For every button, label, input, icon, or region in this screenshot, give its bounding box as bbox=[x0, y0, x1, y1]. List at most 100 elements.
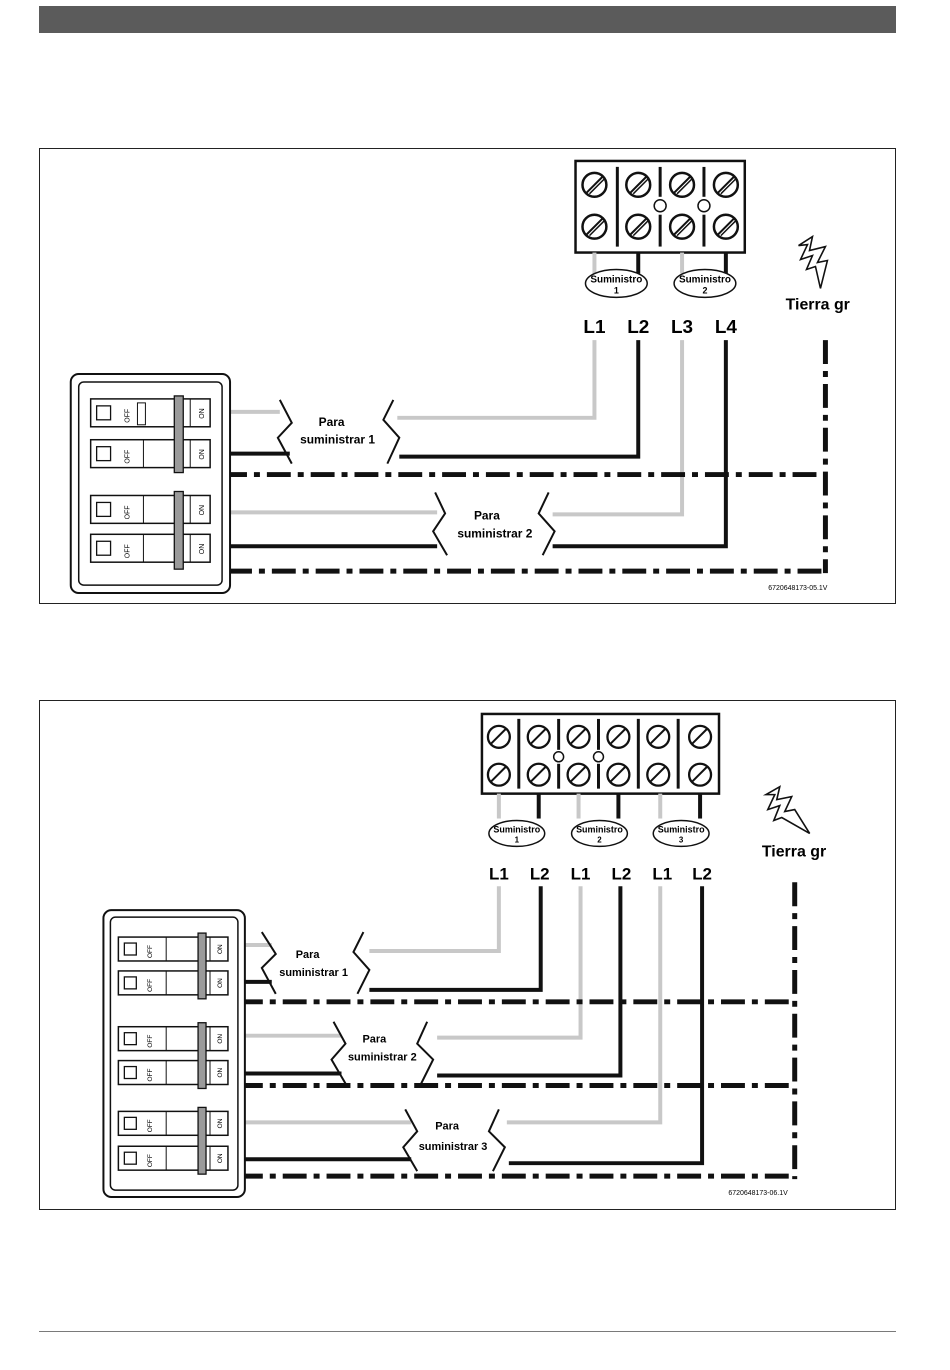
svg-text:OFF: OFF bbox=[124, 409, 131, 423]
svg-text:ON: ON bbox=[199, 408, 206, 418]
svg-text:suministrar 2: suministrar 2 bbox=[457, 526, 532, 540]
svg-text:ON: ON bbox=[199, 449, 206, 459]
figure-code: 6720648173-05.1V bbox=[768, 585, 828, 592]
terminal-1 bbox=[486, 724, 511, 787]
terminal-5 bbox=[646, 724, 671, 787]
svg-text:suministrar 3: suministrar 3 bbox=[419, 1141, 488, 1153]
svg-text:OFF: OFF bbox=[124, 544, 131, 558]
lightning-bolt-icon bbox=[762, 785, 811, 835]
wiring-diagram-2: Suministro 1 Suministro 2 Suministro 3 L… bbox=[39, 700, 896, 1210]
svg-text:OFF: OFF bbox=[124, 450, 131, 464]
feed-label-2: Para suministrar 2 bbox=[348, 1034, 417, 1064]
breaker-tie-bar bbox=[197, 932, 207, 1000]
terminal-1 bbox=[581, 171, 608, 240]
breaker-tie-bar bbox=[197, 1022, 207, 1090]
terminal-4 bbox=[606, 724, 631, 787]
breaker-4: OFF ON bbox=[89, 533, 211, 563]
svg-text:OFF: OFF bbox=[147, 945, 154, 958]
lightning-bolt-icon bbox=[798, 234, 829, 289]
svg-text:1: 1 bbox=[515, 835, 520, 844]
wiring-diagram-1: Suministro 1 Suministro 2 L1 L2 L3 L4 Ti… bbox=[39, 148, 896, 604]
svg-text:Suministro: Suministro bbox=[493, 824, 540, 834]
svg-text:ON: ON bbox=[199, 544, 206, 554]
figure-code: 6720648173-06.1V bbox=[728, 1190, 788, 1197]
svg-text:suministrar 1: suministrar 1 bbox=[300, 433, 375, 447]
svg-text:Para: Para bbox=[363, 1034, 388, 1046]
svg-text:OFF: OFF bbox=[124, 505, 131, 519]
svg-text:OFF: OFF bbox=[147, 1035, 154, 1048]
breaker-6: OFF ON bbox=[117, 1145, 229, 1171]
cable-break-symbol bbox=[260, 931, 507, 1172]
terminal-4 bbox=[712, 171, 740, 240]
terminal-block bbox=[480, 712, 721, 795]
line-label: L2 bbox=[692, 864, 712, 883]
terminal-3 bbox=[668, 171, 696, 240]
supply-2-wires bbox=[235, 886, 623, 1078]
breaker-5: OFF ON bbox=[117, 1110, 229, 1137]
ground-label: Tierra gr bbox=[762, 843, 826, 860]
supply-label-3: Suministro 3 bbox=[652, 819, 710, 848]
breaker-panel: OFF ON OFF ON OFF ON OFF ON bbox=[69, 373, 232, 595]
terminal-3 bbox=[566, 724, 591, 787]
line-label: L1 bbox=[489, 864, 509, 883]
feed-label-2: Para suministrar 2 bbox=[457, 508, 532, 540]
terminal-block bbox=[574, 159, 747, 254]
breaker-tie-bar bbox=[173, 395, 184, 474]
supply-1-wires bbox=[220, 340, 641, 459]
breaker-4: OFF ON bbox=[117, 1059, 229, 1086]
svg-text:Para: Para bbox=[435, 1120, 460, 1132]
svg-text:2: 2 bbox=[702, 285, 707, 295]
svg-text:ON: ON bbox=[217, 944, 224, 954]
svg-text:ON: ON bbox=[217, 1067, 224, 1077]
line-label: L2 bbox=[530, 864, 550, 883]
ground-label: Tierra gr bbox=[786, 296, 850, 313]
cable-break-symbol bbox=[276, 399, 556, 556]
supply-label-1: Suministro 1 bbox=[584, 268, 648, 299]
svg-text:Suministro: Suministro bbox=[576, 824, 623, 834]
supply-label-1: Suministro 1 bbox=[488, 819, 546, 848]
line-label: L3 bbox=[671, 317, 693, 338]
supply-label-2: Suministro 2 bbox=[673, 268, 737, 299]
feed-label-1: Para suministrar 1 bbox=[300, 415, 375, 447]
line-label: L1 bbox=[652, 864, 672, 883]
line-label: L2 bbox=[627, 317, 649, 338]
svg-text:OFF: OFF bbox=[147, 979, 154, 992]
line-label: L1 bbox=[571, 864, 591, 883]
svg-text:OFF: OFF bbox=[147, 1119, 154, 1132]
svg-text:ON: ON bbox=[217, 1153, 224, 1163]
breaker-panel: OFF ON OFF ON OFF ON OFF ON bbox=[102, 909, 246, 1199]
svg-text:ON: ON bbox=[217, 1118, 224, 1128]
svg-text:Para: Para bbox=[296, 949, 321, 961]
svg-text:ON: ON bbox=[199, 505, 206, 515]
breaker-2: OFF ON bbox=[89, 438, 211, 469]
breaker-2: OFF ON bbox=[117, 970, 229, 996]
svg-text:Suministro: Suministro bbox=[590, 274, 642, 285]
breaker-tie-bar bbox=[173, 490, 184, 570]
breaker-3: OFF ON bbox=[117, 1025, 229, 1052]
line-label: L2 bbox=[612, 864, 632, 883]
terminal-6 bbox=[687, 724, 713, 787]
svg-text:ON: ON bbox=[217, 1034, 224, 1044]
supply-label-2: Suministro 2 bbox=[570, 819, 629, 848]
supply-3-wires bbox=[235, 886, 705, 1166]
svg-text:suministrar 2: suministrar 2 bbox=[348, 1052, 417, 1064]
svg-text:3: 3 bbox=[679, 835, 684, 844]
feed-label-1: Para suministrar 1 bbox=[279, 949, 348, 979]
breaker-tie-bar bbox=[197, 1106, 207, 1175]
svg-text:Suministro: Suministro bbox=[658, 824, 705, 834]
footer-rule bbox=[39, 1331, 896, 1332]
svg-text:ON: ON bbox=[217, 978, 224, 988]
breaker-1: OFF ON bbox=[89, 398, 211, 428]
terminal-2 bbox=[625, 171, 652, 240]
svg-text:Para: Para bbox=[474, 508, 500, 522]
terminal-2 bbox=[526, 724, 551, 787]
svg-text:1: 1 bbox=[614, 285, 619, 295]
svg-text:OFF: OFF bbox=[147, 1154, 154, 1167]
svg-text:OFF: OFF bbox=[147, 1069, 154, 1082]
breaker-3: OFF ON bbox=[89, 494, 211, 525]
line-label: L4 bbox=[715, 317, 738, 338]
svg-text:Para: Para bbox=[319, 415, 345, 429]
svg-text:suministrar 1: suministrar 1 bbox=[279, 967, 348, 979]
header-bar bbox=[39, 6, 896, 33]
svg-text:Suministro: Suministro bbox=[679, 274, 731, 285]
